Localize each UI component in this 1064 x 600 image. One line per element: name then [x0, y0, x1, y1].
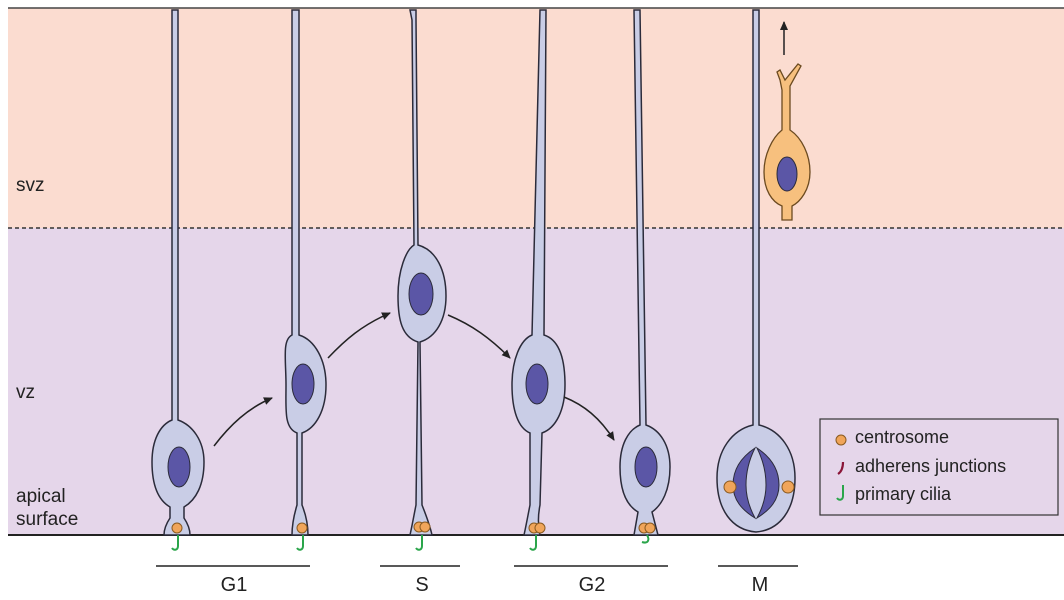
nucleus [525, 363, 549, 405]
phase-label-g1: G1 [220, 574, 248, 596]
cell-g1-late [284, 9, 327, 551]
migrating-cell [763, 21, 811, 221]
apical-label-line2: surface [16, 509, 79, 530]
primary-cilium [641, 534, 650, 544]
adherens-junction-icon [837, 461, 845, 475]
cell-g2-early [511, 9, 566, 551]
nucleus [291, 363, 315, 405]
cell-body [511, 9, 566, 536]
centrosome-icon [835, 434, 847, 446]
cell-body [716, 9, 796, 533]
dividing-chromatin-left [732, 446, 757, 520]
phase-label-m: M [751, 574, 769, 596]
primary-cilium [415, 535, 423, 551]
legend-box [819, 418, 1059, 516]
centrosome [781, 480, 795, 494]
cell-body [284, 9, 327, 536]
centrosome [534, 522, 546, 534]
primary-cilia-icon [836, 485, 844, 501]
cell-body [397, 9, 447, 536]
vz-label: vz [16, 382, 35, 403]
svz-label: svz [16, 175, 45, 196]
cell-s-phase [397, 9, 447, 551]
transition-arrow [447, 314, 511, 359]
legend-primary-cilia: primary cilia [855, 484, 952, 504]
primary-cilium [529, 535, 537, 551]
legend-adherens-junctions: adherens junctions [855, 456, 1007, 476]
phase-label-g2: G2 [578, 574, 606, 596]
nucleus [408, 272, 434, 316]
cell-g1-early [151, 9, 205, 551]
apical-label-line1: apical [16, 486, 66, 507]
cell-g2-late [619, 9, 671, 544]
cell-body [151, 9, 205, 536]
transition-arrow [213, 397, 273, 447]
nucleus [634, 446, 658, 488]
primary-cilium [171, 535, 179, 551]
centrosome [723, 480, 737, 494]
nucleus [167, 446, 191, 488]
centrosome [171, 522, 183, 534]
migrating-cell-body [763, 63, 811, 221]
centrosome [419, 521, 431, 533]
dividing-chromatin-right [755, 446, 780, 520]
transition-arrow [563, 396, 615, 441]
cell-body [619, 9, 671, 536]
primary-cilium [296, 535, 304, 551]
phase-label-s: S [415, 574, 429, 596]
legend-centrosome: centrosome [855, 427, 950, 447]
centrosome [296, 522, 308, 534]
cell-m-phase [716, 9, 796, 533]
nucleus [776, 156, 798, 192]
transition-arrow [327, 312, 391, 359]
centrosome [644, 522, 656, 534]
